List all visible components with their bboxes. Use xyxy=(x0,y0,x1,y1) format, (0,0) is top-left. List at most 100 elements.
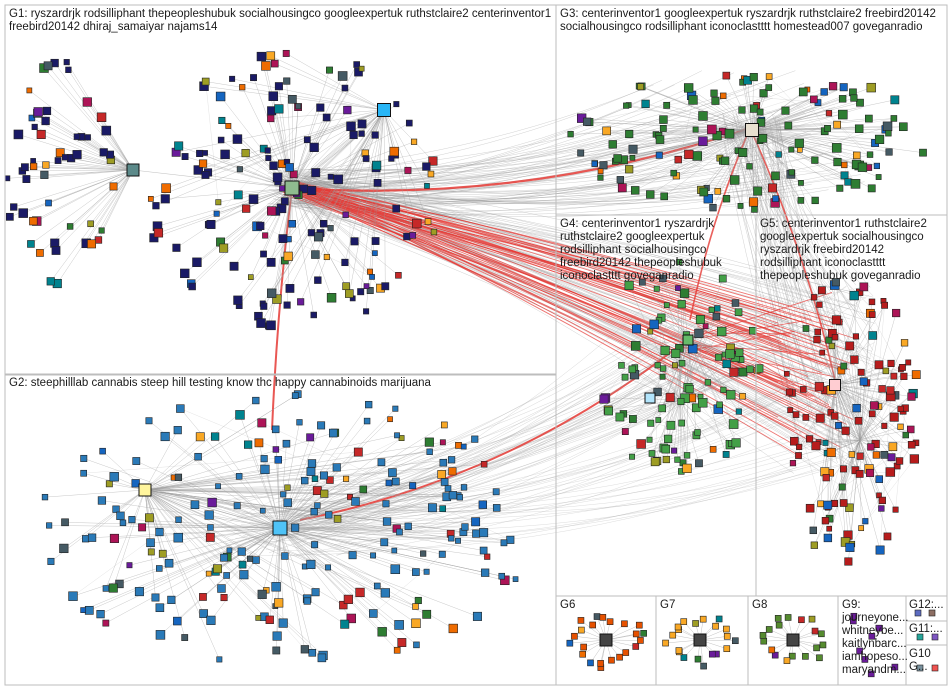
g4-node[interactable] xyxy=(731,299,740,307)
g4-node[interactable] xyxy=(708,306,715,313)
g3-hub-node[interactable] xyxy=(745,123,759,137)
g2-node[interactable] xyxy=(426,448,433,455)
g7-node[interactable] xyxy=(694,655,702,663)
g7-node[interactable] xyxy=(674,623,682,631)
g3-node[interactable] xyxy=(866,151,874,158)
g4-node[interactable] xyxy=(695,459,703,468)
g4-secondary-hub-node[interactable] xyxy=(644,392,656,404)
g3-node[interactable] xyxy=(853,151,861,160)
g3-node[interactable] xyxy=(617,183,627,193)
g2-node[interactable] xyxy=(377,458,386,467)
g5-node[interactable] xyxy=(800,386,807,393)
g2-node[interactable] xyxy=(41,493,49,501)
g8-node[interactable] xyxy=(818,630,825,638)
g3-node[interactable] xyxy=(749,73,758,82)
g1-node[interactable] xyxy=(22,175,31,183)
g1-node[interactable] xyxy=(358,130,365,137)
g5-node[interactable] xyxy=(870,401,879,410)
g1-node[interactable] xyxy=(172,243,181,252)
g5-node[interactable] xyxy=(785,388,793,396)
g3-node[interactable] xyxy=(641,99,650,108)
g6-node[interactable] xyxy=(632,630,640,638)
g4-node[interactable] xyxy=(685,384,694,394)
g9-node[interactable] xyxy=(850,612,858,620)
g7-node[interactable] xyxy=(692,620,699,627)
g1-node[interactable] xyxy=(87,220,94,228)
g2-node[interactable] xyxy=(423,568,430,575)
g2-node[interactable] xyxy=(484,553,491,560)
g3-node[interactable] xyxy=(720,92,727,100)
g10-node[interactable] xyxy=(931,664,939,672)
g6-node[interactable] xyxy=(577,617,585,624)
g2-node[interactable] xyxy=(332,463,341,472)
g2-node[interactable] xyxy=(428,503,437,513)
g2-node[interactable] xyxy=(155,527,164,537)
g4-node[interactable] xyxy=(677,398,685,406)
g5-node[interactable] xyxy=(805,435,814,443)
g4-node[interactable] xyxy=(621,373,629,381)
g4-node[interactable] xyxy=(728,419,739,429)
g5-node[interactable] xyxy=(886,386,895,395)
g4-node[interactable] xyxy=(715,353,723,361)
g2-node[interactable] xyxy=(116,511,125,520)
g4-node[interactable] xyxy=(662,455,670,464)
g4-node[interactable] xyxy=(654,362,661,369)
g2-node[interactable] xyxy=(132,457,141,465)
g2-node[interactable] xyxy=(448,491,457,500)
g5-node[interactable] xyxy=(854,417,863,425)
g1-node[interactable] xyxy=(84,134,91,141)
g6-node[interactable] xyxy=(637,637,644,644)
g5-node[interactable] xyxy=(882,367,890,375)
g1-node[interactable] xyxy=(13,129,24,140)
g1-node[interactable] xyxy=(63,59,70,66)
g2-node[interactable] xyxy=(456,494,463,501)
g2-node[interactable] xyxy=(255,615,262,621)
g1-node[interactable] xyxy=(281,197,289,206)
g6-node[interactable] xyxy=(578,626,585,634)
g1-node[interactable] xyxy=(5,212,14,221)
g2-node[interactable] xyxy=(102,619,110,627)
g3-node[interactable] xyxy=(738,148,748,157)
g5-node[interactable] xyxy=(887,453,896,462)
g5-node[interactable] xyxy=(878,496,886,505)
g1-node[interactable] xyxy=(233,190,243,200)
g6-node[interactable] xyxy=(587,659,594,667)
g3-node[interactable] xyxy=(583,117,592,126)
g4-node[interactable] xyxy=(671,447,678,454)
g1-node[interactable] xyxy=(372,160,382,170)
g8-hub-node[interactable] xyxy=(786,633,800,647)
g1-node[interactable] xyxy=(192,257,202,267)
g9-node[interactable] xyxy=(875,624,883,632)
g5-node[interactable] xyxy=(841,426,850,435)
g1-node[interactable] xyxy=(256,318,266,328)
g3-node[interactable] xyxy=(655,135,665,144)
g2-node[interactable] xyxy=(61,518,69,527)
g4-node[interactable] xyxy=(659,373,666,380)
g4-node[interactable] xyxy=(648,450,656,457)
g1-node[interactable] xyxy=(65,66,72,73)
g1-node[interactable] xyxy=(326,66,333,74)
g9-node[interactable] xyxy=(868,632,876,640)
g2-node[interactable] xyxy=(393,646,401,654)
g1-node[interactable] xyxy=(357,288,365,296)
g2-node[interactable] xyxy=(252,556,260,564)
g6-node[interactable] xyxy=(632,643,640,650)
g1-node[interactable] xyxy=(395,272,402,279)
g4-node[interactable] xyxy=(688,343,698,354)
g2-node[interactable] xyxy=(223,572,230,579)
g3-node[interactable] xyxy=(659,125,667,132)
g2-node[interactable] xyxy=(340,619,350,629)
g2-node[interactable] xyxy=(306,467,316,476)
g3-node[interactable] xyxy=(919,148,927,157)
g3-node[interactable] xyxy=(768,183,778,193)
g1-node[interactable] xyxy=(424,183,430,189)
g5-node[interactable] xyxy=(855,470,864,478)
g1-node[interactable] xyxy=(198,159,208,168)
g2-node[interactable] xyxy=(355,587,365,598)
g2-node[interactable] xyxy=(109,472,119,482)
g4-node[interactable] xyxy=(628,365,637,374)
g3-node[interactable] xyxy=(692,126,699,133)
g3-node[interactable] xyxy=(798,87,808,97)
g5-node[interactable] xyxy=(859,377,868,386)
g2-node[interactable] xyxy=(326,476,334,484)
